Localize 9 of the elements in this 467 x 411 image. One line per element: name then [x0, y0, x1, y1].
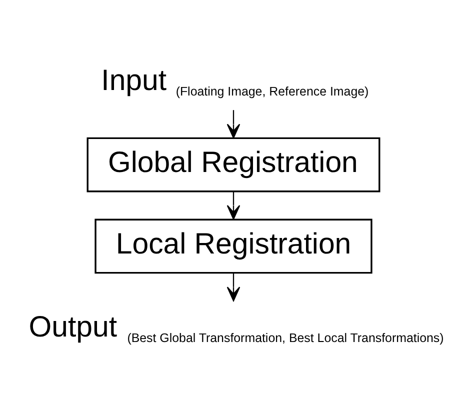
node-label: (Floating Image, Reference Image)	[176, 84, 369, 99]
node-box: Global Registration	[86, 137, 380, 192]
node-box: Local Registration	[94, 218, 372, 274]
arrow	[226, 110, 240, 138]
arrow	[226, 273, 240, 302]
node-text: Output	[28, 310, 118, 344]
arrow	[226, 191, 240, 220]
node-label: (Best Global Transformation, Best Local Transformations)	[127, 331, 444, 346]
node-text: Input	[101, 64, 167, 97]
